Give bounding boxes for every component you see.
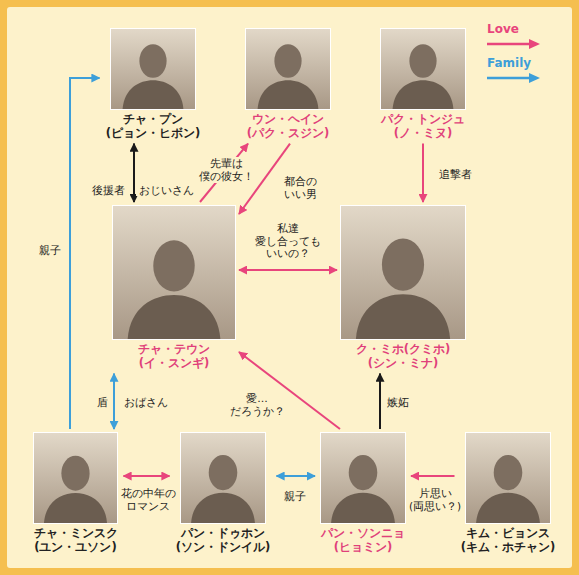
relationship-label: 私達 愛し合っても いいの？ [252,222,324,260]
relationship-arrow [277,475,316,477]
relationship-label: 親子 [36,244,64,257]
relationship-note: おばさん [121,396,171,409]
cast-card: キム・ビョンス (キム・ホチャン) [458,432,559,555]
portrait-silhouette [381,29,465,109]
silhouette-head [209,455,238,490]
silhouette-head [382,239,424,291]
silhouette-head [274,44,301,78]
legend-arrow [485,72,543,84]
silhouette-head [139,44,166,78]
relationship-arrow [239,269,337,271]
legend-arrow-shaft [487,77,531,80]
relationship-arrow [70,78,100,429]
portrait-silhouette [111,29,195,109]
legend-arrow-shaft [487,43,531,46]
portrait-placeholder [380,28,466,110]
cast-name: チャ・プン (ピョン・ヒボン) [105,113,202,141]
cast-name: キム・ビョンス (キム・ホチャン) [460,527,557,555]
cast-card: ク・ミホ(クミホ) (シン・ミナ) [340,205,466,371]
legend-arrow-head [529,39,540,49]
cast-name: ウン・ヘイン (パク・スジン) [246,113,331,141]
cast-card: パン・ドゥホン (ソン・ドンイル) [173,432,274,555]
relationship-note: おじいさん [136,184,197,197]
silhouette-head [349,455,378,490]
cast-card: パク・トンジュ (ノ・ミヌ) [378,28,468,141]
relationship-arrow [113,374,115,429]
silhouette-head [153,240,194,291]
cast-card: パン・ソンニョ (ヒョミン) [318,432,408,555]
silhouette-body [128,295,221,339]
silhouette-body [331,493,395,523]
portrait-silhouette [321,433,405,523]
silhouette-head [494,455,523,490]
relationship-label: 片思い (両思い？) [406,487,465,512]
legend-label: Love [487,22,519,36]
cast-name: チャ・ミンスク (ユン・ユソン) [33,527,119,555]
relationship-label: 後援者 [89,184,128,197]
cast-name: パン・ソンニョ (ヒョミン) [320,527,406,555]
silhouette-body [123,80,184,109]
portrait-placeholder [112,205,236,340]
relationship-label: 愛… だろうか？ [227,392,288,417]
portrait-silhouette [246,29,330,109]
cast-name: ク・ミホ(クミホ) (シン・ミナ) [355,343,452,371]
portrait-silhouette [34,433,117,523]
cast-name: パン・ドゥホン (ソン・ドンイル) [175,527,272,555]
portrait-silhouette [341,206,465,339]
silhouette-body [356,294,450,339]
relationship-label: 嫉妬 [384,396,412,409]
portrait-silhouette [181,433,265,523]
cast-name: パク・トンジュ (ノ・ミヌ) [380,113,466,141]
legend-label: Family [487,56,531,70]
relationship-label: 花の中年の ロマンス [118,487,179,512]
relationship-arrow [422,144,424,202]
portrait-placeholder [33,432,118,524]
portrait-silhouette [113,206,235,339]
relationship-arrow [124,475,170,477]
relationship-arrow [379,374,381,429]
relationship-label: 盾 [94,396,111,409]
portrait-placeholder [320,432,406,524]
cast-card: チャ・ミンスク (ユン・ユソン) [31,432,121,555]
legend-arrow [485,38,543,50]
cast-card: チャ・テウン (イ・スンギ) [112,205,236,371]
relationship-label: 先輩は 僕の彼女！ [196,157,257,182]
portrait-placeholder [180,432,266,524]
relationship-label: 都合の いい男 [281,175,320,200]
portrait-placeholder [465,432,551,524]
portrait-placeholder [245,28,331,110]
relationship-arrow [411,475,455,477]
cast-card: ウン・ヘイン (パク・スジン) [244,28,333,141]
silhouette-head [409,44,436,78]
cast-name: チャ・テウン (イ・スンギ) [137,343,211,371]
silhouette-body [44,493,107,523]
silhouette-body [258,80,319,109]
silhouette-body [393,80,454,109]
silhouette-head [61,456,89,491]
portrait-placeholder [110,28,196,110]
cast-card: チャ・プン (ピョン・ヒボン) [103,28,204,141]
legend-arrow-head [529,73,540,83]
relationship-label: 追撃者 [436,168,475,181]
relationship-label: 親子 [281,490,309,503]
portrait-placeholder [340,205,466,340]
portrait-silhouette [466,433,550,523]
silhouette-body [191,493,255,523]
silhouette-body [476,493,540,523]
